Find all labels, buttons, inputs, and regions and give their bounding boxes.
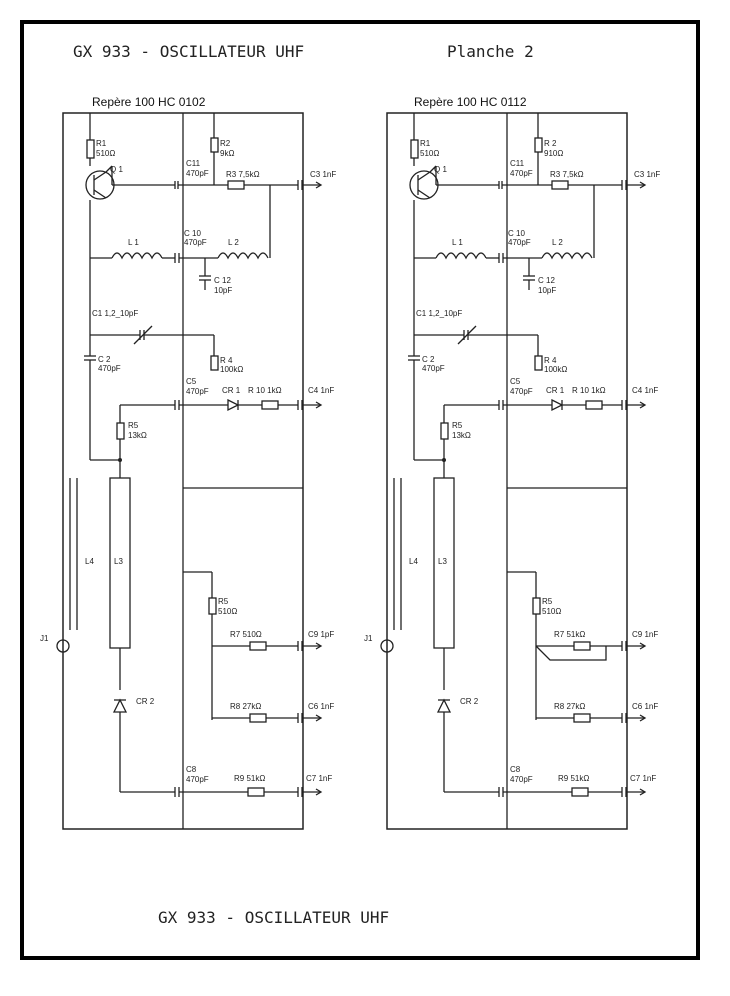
reference-label: Repère 100 HC 0112 bbox=[414, 95, 527, 109]
component-label-c11v: 470pF bbox=[186, 169, 209, 178]
component-label-r4v: 100kΩ bbox=[544, 365, 567, 374]
component-label-cr2: CR 2 bbox=[136, 697, 155, 706]
component-label-r5bv: 510Ω bbox=[542, 607, 561, 616]
component-label-c12v: 10pF bbox=[214, 286, 232, 295]
reference-label: Repère 100 HC 0102 bbox=[92, 95, 206, 109]
component-label-r10: R 10 1kΩ bbox=[572, 386, 606, 395]
component-label-c2v: 470pF bbox=[98, 364, 121, 373]
component-label-r10: R 10 1kΩ bbox=[248, 386, 282, 395]
component-label-c1: C1 1,2_10pF bbox=[416, 309, 462, 318]
component-label-c12: C 12 bbox=[214, 276, 231, 285]
component-label-c4: C4 1nF bbox=[632, 386, 658, 395]
component-label-l3: L3 bbox=[438, 557, 447, 566]
component-label-r1v: 510Ω bbox=[96, 149, 115, 158]
component-label-r5av: 13kΩ bbox=[452, 431, 471, 440]
component-label-r5a: R5 bbox=[452, 421, 463, 430]
component-label-r3: R3 7,5kΩ bbox=[550, 170, 584, 179]
component-label-j1: J1 bbox=[40, 634, 49, 643]
component-label-q1: Q 1 bbox=[110, 165, 123, 174]
footer-title: GX 933 - OSCILLATEUR UHF bbox=[158, 908, 390, 927]
component-label-l2: L 2 bbox=[552, 238, 563, 247]
component-label-c4: C4 1nF bbox=[308, 386, 334, 395]
component-label-r2: R2 bbox=[220, 139, 231, 148]
component-label-c7: C7 1nF bbox=[306, 774, 332, 783]
component-label-c8: C8 bbox=[186, 765, 197, 774]
component-label-c3: C3 1nF bbox=[310, 170, 336, 179]
component-label-c5: C5 bbox=[510, 377, 521, 386]
component-label-c10: C 10 bbox=[508, 229, 525, 238]
component-label-r1: R1 bbox=[96, 139, 107, 148]
component-label-c9: C9 1pF bbox=[308, 630, 334, 639]
component-label-c10v: 470pF bbox=[508, 238, 531, 247]
component-label-c11: C11 bbox=[186, 159, 201, 168]
component-label-r2: R 2 bbox=[544, 139, 557, 148]
component-label-r8: R8 27kΩ bbox=[230, 702, 261, 711]
component-label-c3: C3 1nF bbox=[634, 170, 660, 179]
component-label-r5av: 13kΩ bbox=[128, 431, 147, 440]
component-label-c7: C7 1nF bbox=[630, 774, 656, 783]
component-label-c10v: 470pF bbox=[184, 238, 207, 247]
document-title: GX 933 - OSCILLATEUR UHF bbox=[73, 42, 305, 61]
component-label-r8: R8 27kΩ bbox=[554, 702, 585, 711]
component-label-c8: C8 bbox=[510, 765, 521, 774]
component-label-l1: L 1 bbox=[452, 238, 463, 247]
component-label-j1: J1 bbox=[364, 634, 373, 643]
component-label-r1v: 510Ω bbox=[420, 149, 439, 158]
component-label-c8v: 470pF bbox=[510, 775, 533, 784]
component-label-c11v: 470pF bbox=[510, 169, 533, 178]
component-label-r4v: 100kΩ bbox=[220, 365, 243, 374]
component-label-c6: C6 1nF bbox=[632, 702, 658, 711]
component-label-r7: R7 510Ω bbox=[230, 630, 262, 639]
component-label-r5bv: 510Ω bbox=[218, 607, 237, 616]
component-label-c5: C5 bbox=[186, 377, 197, 386]
component-label-r4: R 4 bbox=[544, 356, 557, 365]
component-label-l1: L 1 bbox=[128, 238, 139, 247]
component-label-c12v: 10pF bbox=[538, 286, 556, 295]
schematic-right: Repère 100 HC 0112 R1 510Ω Q 1 R 2 910Ω … bbox=[364, 95, 660, 830]
component-label-c5v: 470pF bbox=[186, 387, 209, 396]
component-label-l3: L3 bbox=[114, 557, 123, 566]
component-label-c12: C 12 bbox=[538, 276, 555, 285]
component-label-l4: L4 bbox=[85, 557, 94, 566]
component-label-r7: R7 51kΩ bbox=[554, 630, 585, 639]
component-label-cr1: CR 1 bbox=[222, 386, 241, 395]
component-label-r1: R1 bbox=[420, 139, 431, 148]
component-label-c2v: 470pF bbox=[422, 364, 445, 373]
component-label-r2v: 9kΩ bbox=[220, 149, 234, 158]
component-label-cr1: CR 1 bbox=[546, 386, 565, 395]
component-label-r9: R9 51kΩ bbox=[558, 774, 589, 783]
component-label-c2: C 2 bbox=[98, 355, 111, 364]
component-label-c5v: 470pF bbox=[510, 387, 533, 396]
component-label-c6: C6 1nF bbox=[308, 702, 334, 711]
component-label-r3: R3 7,5kΩ bbox=[226, 170, 260, 179]
component-label-c1: C1 1,2_10pF bbox=[92, 309, 138, 318]
component-label-l4: L4 bbox=[409, 557, 418, 566]
schematic-left: Repère 100 HC 0102 R1 510Ω Q 1 R2 9kΩ C1… bbox=[40, 95, 336, 830]
component-label-r9: R9 51kΩ bbox=[234, 774, 265, 783]
component-label-r4: R 4 bbox=[220, 356, 233, 365]
page-frame bbox=[20, 20, 700, 960]
component-label-r2v: 910Ω bbox=[544, 149, 563, 158]
component-label-r5b: R5 bbox=[542, 597, 553, 606]
component-label-c8v: 470pF bbox=[186, 775, 209, 784]
component-label-c2: C 2 bbox=[422, 355, 435, 364]
component-label-cr2: CR 2 bbox=[460, 697, 479, 706]
component-label-l2: L 2 bbox=[228, 238, 239, 247]
component-label-q1: Q 1 bbox=[434, 165, 447, 174]
component-label-c9: C9 1nF bbox=[632, 630, 658, 639]
plate-label: Planche 2 bbox=[447, 42, 534, 61]
component-label-c10: C 10 bbox=[184, 229, 201, 238]
component-label-r5a: R5 bbox=[128, 421, 139, 430]
component-label-r5b: R5 bbox=[218, 597, 229, 606]
component-label-c11: C11 bbox=[510, 159, 525, 168]
